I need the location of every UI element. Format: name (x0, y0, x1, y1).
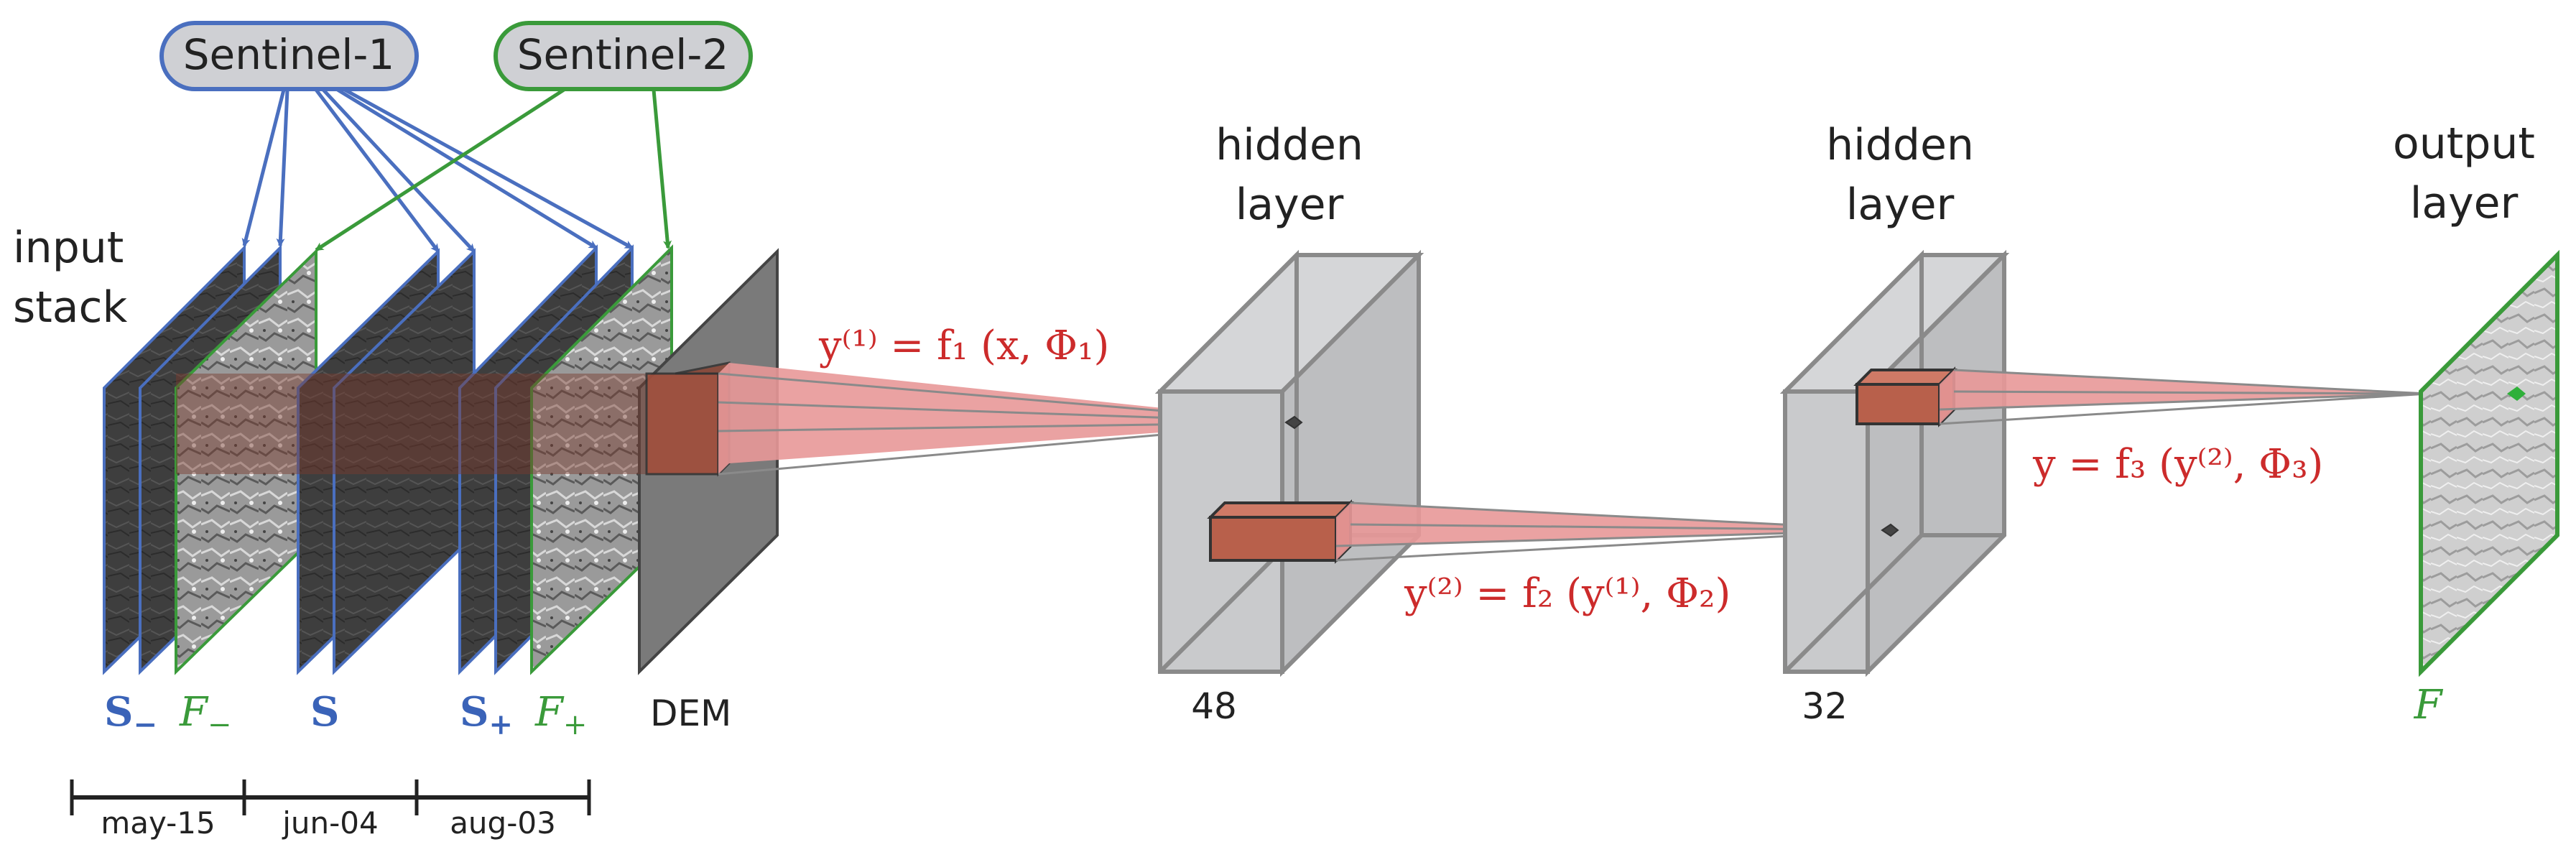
layer-2-title-line2: layer (1846, 180, 1955, 230)
output-size: F (2414, 682, 2444, 728)
timeline-label-1: may-15 (101, 805, 215, 841)
sentinel-1-arrows (241, 88, 634, 253)
hidden-layer-1-box (1154, 249, 1424, 677)
sentinel-1-label: Sentinel-1 (183, 30, 395, 79)
layer-2-title-line1: hidden (1826, 120, 1974, 170)
input-stack-title-line1: input (13, 223, 124, 273)
label-f-plus: F+ (534, 689, 587, 741)
output-layer-slice (2419, 249, 2559, 677)
equation-3: y = f₃ (y⁽²⁾, Φ₃) (2032, 441, 2323, 488)
input-receptive-field (176, 361, 731, 477)
timeline-label-3: aug-03 (450, 805, 556, 841)
hidden1-receptive-field (1207, 499, 1354, 564)
hidden-layer-2-box (1779, 249, 2010, 677)
label-s-plus: S+ (460, 688, 513, 741)
layer-1-title-line2: layer (1236, 180, 1344, 230)
label-s: S (310, 688, 339, 736)
sentinel-2-arrows (315, 88, 672, 252)
layer-2-size: 32 (1802, 685, 1848, 727)
input-labels: S− F− S S+ F+ DEM (104, 688, 731, 741)
hidden2-receptive-field (1853, 366, 1958, 427)
layer-1-title-line1: hidden (1215, 120, 1363, 170)
equation-1: y⁽¹⁾ = f₁ (x, Φ₁) (818, 323, 1109, 369)
timeline-label-2: jun-04 (282, 805, 379, 841)
layer-1-size: 48 (1191, 685, 1237, 727)
sentinel-1-node: Sentinel-1 (159, 21, 419, 91)
equation-2: y⁽²⁾ = f₂ (y⁽¹⁾, Φ₂) (1404, 570, 1731, 617)
output-layer-title-line1: output (2393, 119, 2535, 169)
output-layer-title-line2: layer (2410, 178, 2519, 228)
timeline: may-15 jun-04 aug-03 (70, 779, 591, 841)
input-stack-title-line2: stack (13, 282, 128, 333)
label-dem: DEM (650, 693, 731, 734)
label-f-minus: F− (179, 689, 231, 741)
sentinel-2-node: Sentinel-2 (494, 21, 753, 91)
cone-3 (1939, 369, 2429, 425)
input-slices (103, 244, 779, 675)
sentinel-2-label: Sentinel-2 (517, 30, 729, 79)
label-s-minus: S− (104, 688, 157, 741)
